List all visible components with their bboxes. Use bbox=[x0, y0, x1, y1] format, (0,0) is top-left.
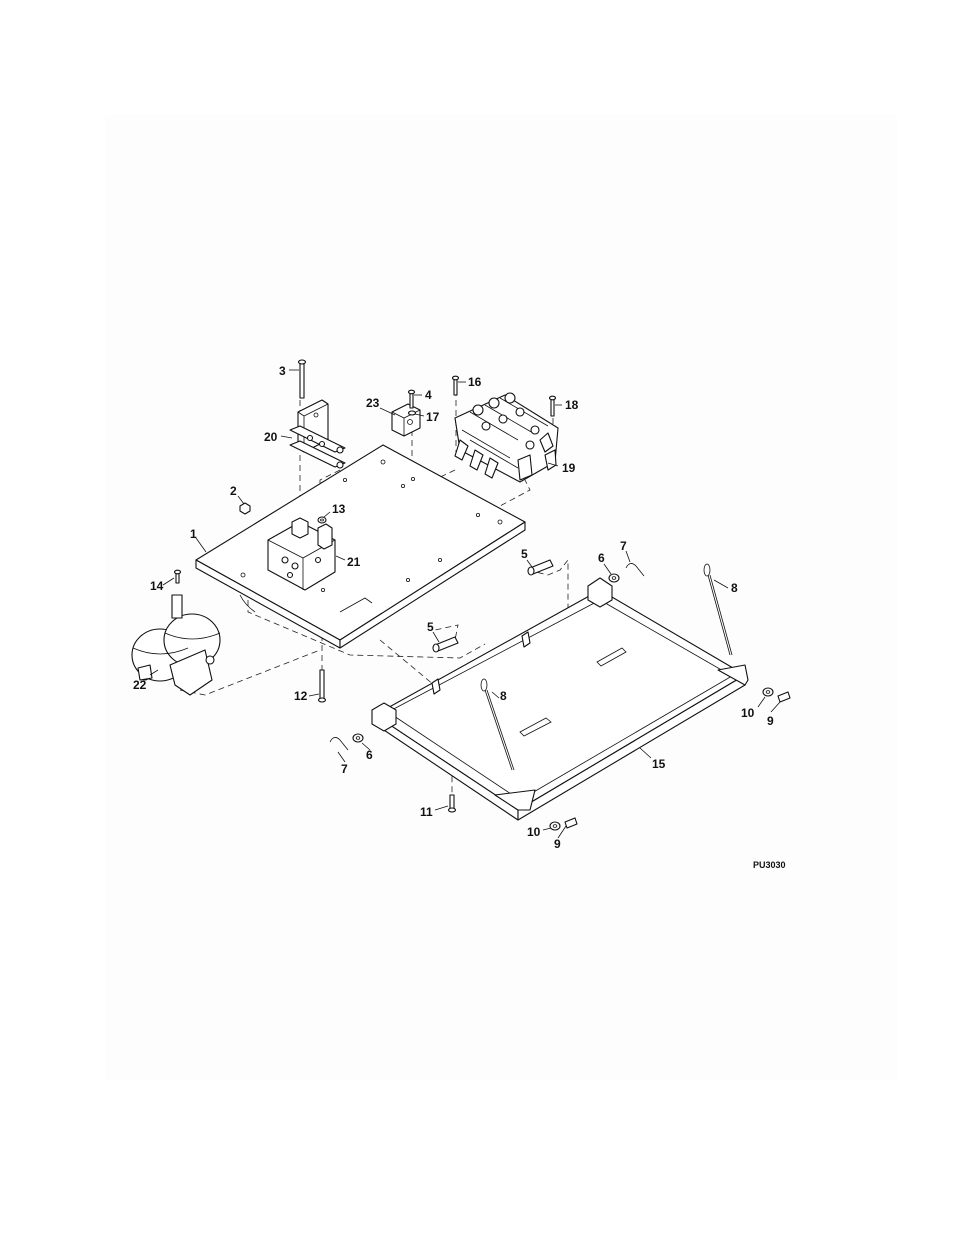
callout-18: 18 bbox=[565, 398, 579, 412]
callout-20: 20 bbox=[264, 430, 278, 444]
callout-15: 15 bbox=[652, 757, 666, 771]
callout-13: 13 bbox=[332, 502, 346, 516]
callout-9-right: 9 bbox=[767, 714, 774, 728]
callout-6-lower: 6 bbox=[366, 748, 373, 762]
callout-4: 4 bbox=[425, 388, 432, 402]
callout-10-lower: 10 bbox=[527, 825, 541, 839]
callout-19: 19 bbox=[562, 461, 576, 475]
callout-16: 16 bbox=[468, 375, 482, 389]
callout-5-upper: 5 bbox=[521, 547, 528, 561]
callout-23: 23 bbox=[366, 396, 380, 410]
mounting-plate bbox=[196, 445, 525, 648]
callout-8-right: 8 bbox=[731, 581, 738, 595]
callout-1: 1 bbox=[190, 527, 197, 541]
callout-10-right: 10 bbox=[741, 706, 755, 720]
callout-8-left: 8 bbox=[500, 689, 507, 703]
callout-7-upper: 7 bbox=[620, 539, 627, 553]
callout-14: 14 bbox=[150, 579, 164, 593]
callout-6-upper: 6 bbox=[598, 551, 605, 565]
callout-11: 11 bbox=[420, 805, 433, 819]
spacer-block bbox=[392, 404, 420, 436]
callout-7-lower: 7 bbox=[341, 762, 348, 776]
callout-21: 21 bbox=[347, 555, 361, 569]
valve-bank bbox=[455, 393, 558, 482]
flow-divider bbox=[290, 400, 345, 468]
callout-9-lower: 9 bbox=[554, 837, 561, 851]
callout-labels: 3 4 16 23 17 18 20 19 2 13 1 21 5 6 7 14… bbox=[133, 364, 774, 851]
callout-22: 22 bbox=[133, 678, 147, 692]
callout-5-lower: 5 bbox=[427, 620, 434, 634]
callout-3: 3 bbox=[279, 364, 286, 378]
callout-2: 2 bbox=[230, 484, 237, 498]
callout-17: 17 bbox=[426, 410, 440, 424]
callout-12: 12 bbox=[294, 689, 308, 703]
figure-id: PU3030 bbox=[753, 860, 786, 870]
lower-frame bbox=[372, 578, 748, 820]
